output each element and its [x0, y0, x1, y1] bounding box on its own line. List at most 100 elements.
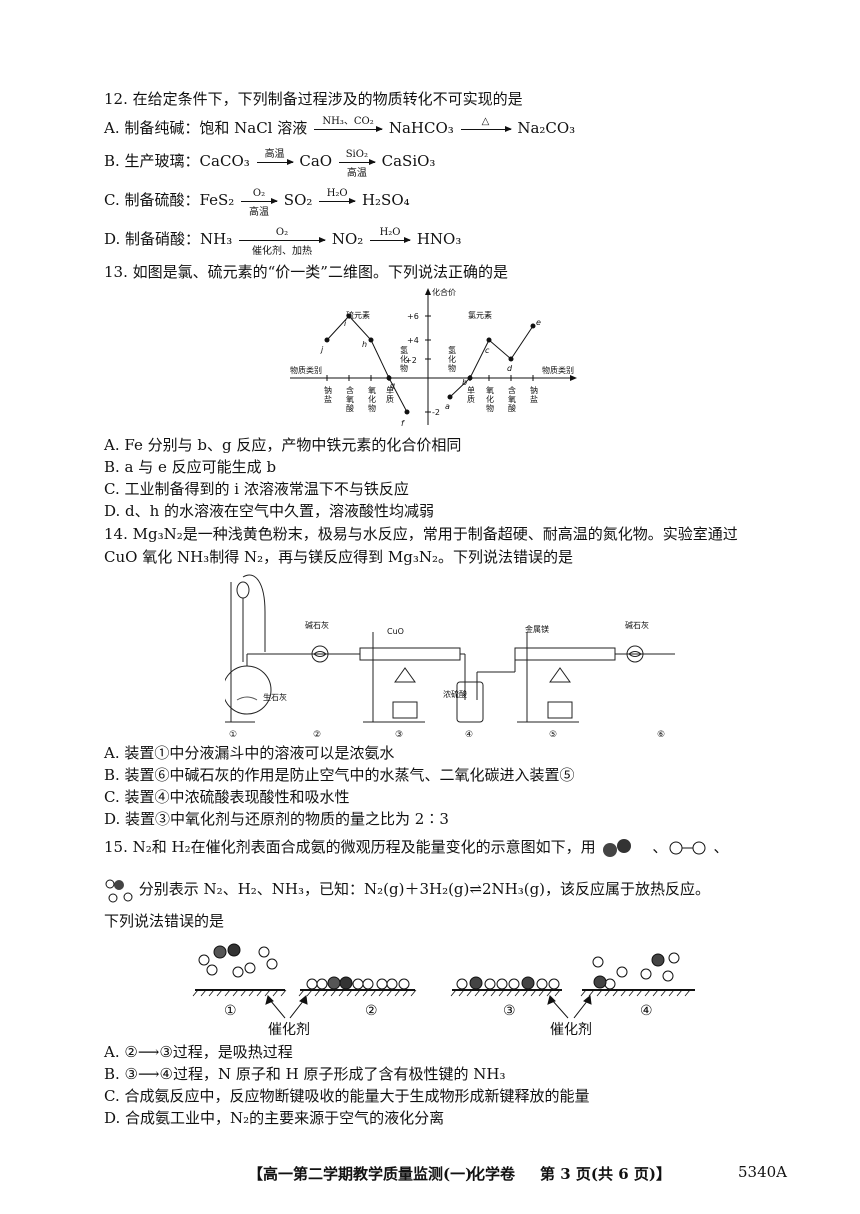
q15-option-c: C. 合成氨反应中，反应物断键吸收的能量大于生成物形成新键释放的能量 — [104, 1087, 590, 1105]
hydride-label-left: 氢化物 — [400, 345, 408, 373]
svg-text:④: ④ — [640, 1003, 653, 1019]
point-b — [467, 375, 473, 381]
nh3-molecule-icon — [105, 879, 133, 903]
footer-subject: 化学卷 — [470, 1165, 516, 1183]
category-oxide-right: 氧化物 — [486, 385, 494, 413]
svg-text:b: b — [462, 378, 467, 387]
svg-text:②: ② — [365, 1003, 378, 1019]
category-oxyacid-left: 含氧酸 — [346, 385, 354, 413]
q13-option-c: C. 工业制备得到的 i 浓溶液常温下不与铁反应 — [104, 480, 409, 498]
svg-text:碱石灰: 碱石灰 — [625, 620, 649, 630]
catalyst-label: 催化剂 — [268, 1022, 310, 1038]
reaction-arrow: NH₃、CO₂ — [314, 116, 384, 132]
q15-stem-3: 下列说法错误的是 — [104, 912, 225, 930]
round-flask — [225, 665, 272, 715]
q15-stem-1: 15. N₂和 H₂在催化剂表面合成氨的微观历程及能量变化的示意图如下，用 、 … — [104, 838, 729, 857]
svg-text:a: a — [445, 402, 450, 411]
n2-molecule-icon — [603, 839, 632, 857]
svg-text:j: j — [320, 345, 324, 354]
q14-option-a: A. 装置①中分液漏斗中的溶液可以是浓氨水 — [104, 744, 395, 762]
x-axis-title-left: 物质类别 — [290, 365, 322, 375]
svg-text:⑤: ⑤ — [549, 730, 557, 740]
svg-text:h: h — [362, 340, 367, 349]
point-f — [404, 409, 410, 415]
point-j — [324, 337, 330, 343]
valence-class-diagram: 化合价 物质类别 物质类别 硫元素 氯元素 +6 +4 +2 -2 氢化物 氢化… — [290, 287, 577, 428]
svg-text:f: f — [401, 419, 405, 428]
reaction-arrow: H₂O — [319, 188, 357, 204]
catalyst-label: 催化剂 — [550, 1022, 592, 1038]
q14-stem-2: CuO 氧化 NH₃制得 N₂，再与镁反应得到 Mg₃N₂。下列说法错误的是 — [104, 548, 573, 566]
category-oxide-left: 氧化物 — [368, 385, 376, 413]
q15-stem-2: 分别表示 N₂、H₂、NH₃，已知：N₂(g)＋3H₂(g)⇌2NH₃(g)，该… — [104, 876, 710, 904]
h2-molecule-icon — [669, 841, 706, 855]
y-tick: +4 — [407, 336, 419, 345]
q15-option-d: D. 合成氨工业中，N₂的主要来源于空气的液化分离 — [104, 1109, 445, 1127]
hydride-label-right: 氢化物 — [448, 345, 456, 373]
category-element-left: 单质 — [386, 385, 394, 404]
q14-stem-1: 14. Mg₃N₂是一种浅黄色粉末，极易与水反应，常用于制备超硬、耐高温的氮化物… — [104, 525, 738, 543]
svg-text:①: ① — [229, 730, 237, 740]
svg-text:⑥: ⑥ — [657, 730, 665, 740]
point-i — [346, 313, 352, 319]
reaction-arrow: 高温 — [256, 149, 294, 165]
svg-text:①: ① — [224, 1003, 237, 1019]
point-a — [447, 394, 453, 400]
q14-option-d: D. 装置③中氧化剂与还原剂的物质的量之比为 2∶3 — [104, 810, 449, 828]
point-e — [530, 323, 536, 329]
svg-text:碱石灰: 碱石灰 — [305, 620, 329, 630]
q12-stem: 12. 在给定条件下，下列制备过程涉及的物质转化不可实现的是 — [104, 90, 523, 108]
q14-option-c: C. 装置④中浓硫酸表现酸性和吸水性 — [104, 788, 350, 806]
dropping-funnel — [236, 581, 250, 599]
point-d — [508, 356, 514, 362]
q13-option-a: A. Fe 分别与 b、g 反应，产物中铁元素的化合价相同 — [104, 436, 462, 454]
category-oxyacid-right: 含氧酸 — [508, 385, 516, 413]
svg-text:d: d — [507, 364, 513, 373]
svg-text:③: ③ — [395, 730, 403, 740]
point-g — [386, 375, 392, 381]
reaction-arrow: △ — [460, 116, 512, 132]
svg-text:浓硫酸: 浓硫酸 — [443, 689, 467, 699]
point-h — [368, 337, 374, 343]
x-axis-title-right: 物质类别 — [542, 365, 574, 375]
chlorine-label: 氯元素 — [468, 310, 492, 320]
svg-text:CuO: CuO — [387, 627, 404, 636]
footer-exam-title: 【高一第二学期教学质量监测(一) — [248, 1165, 473, 1183]
svg-text:i: i — [344, 319, 347, 328]
svg-text:e: e — [536, 318, 541, 327]
svg-text:生石灰: 生石灰 — [263, 692, 287, 702]
category-sodium-salt-left: 钠盐 — [324, 385, 332, 404]
q15-option-b: B. ③⟶④过程，N 原子和 H 原子形成了含有极性键的 NH₃ — [104, 1065, 506, 1083]
svg-text:金属镁: 金属镁 — [525, 624, 549, 634]
svg-text:②: ② — [313, 730, 321, 740]
y-tick: +2 — [405, 356, 417, 365]
svg-text:③: ③ — [503, 1003, 516, 1019]
y-axis-title: 化合价 — [432, 287, 456, 297]
q13-stem: 13. 如图是氯、硫元素的“价一类”二维图。下列说法正确的是 — [104, 263, 508, 281]
svg-text:g: g — [390, 381, 395, 390]
footer-page-number: 第 3 页(共 6 页)】 — [540, 1165, 671, 1183]
y-tick: -2 — [432, 408, 440, 417]
q15-option-a: A. ②⟶③过程，是吸热过程 — [104, 1043, 293, 1061]
svg-text:④: ④ — [465, 730, 473, 740]
y-tick: +6 — [407, 312, 419, 321]
apparatus-diagram: 生石灰 碱石灰 CuO 浓硫酸 金属镁 碱石灰 ① — [225, 574, 675, 740]
q14-option-b: B. 装置⑥中碱石灰的作用是防止空气中的水蒸气、二氧化碳进入装置⑤ — [104, 766, 575, 784]
q13-option-b: B. a 与 e 反应可能生成 b — [104, 458, 277, 476]
category-sodium-salt-right: 钠盐 — [530, 385, 538, 404]
svg-text:c: c — [485, 346, 490, 355]
ammonia-synthesis-diagram: ① ② ③ ④ 催化剂 催化剂 — [192, 943, 695, 1038]
category-element-right: 单质 — [467, 385, 475, 404]
point-c — [486, 337, 492, 343]
sulfur-label: 硫元素 — [346, 310, 370, 320]
footer-code: 5340A — [738, 1163, 788, 1181]
q12-option-a: A. 制备纯碱：饱和 NaCl 溶液 NH₃、CO₂ NaHCO₃ △ Na₂C… — [104, 115, 576, 138]
reaction-arrow: H₂O — [370, 227, 412, 243]
q13-option-d: D. d、h 的水溶液在空气中久置，溶液酸性均减弱 — [104, 502, 435, 520]
